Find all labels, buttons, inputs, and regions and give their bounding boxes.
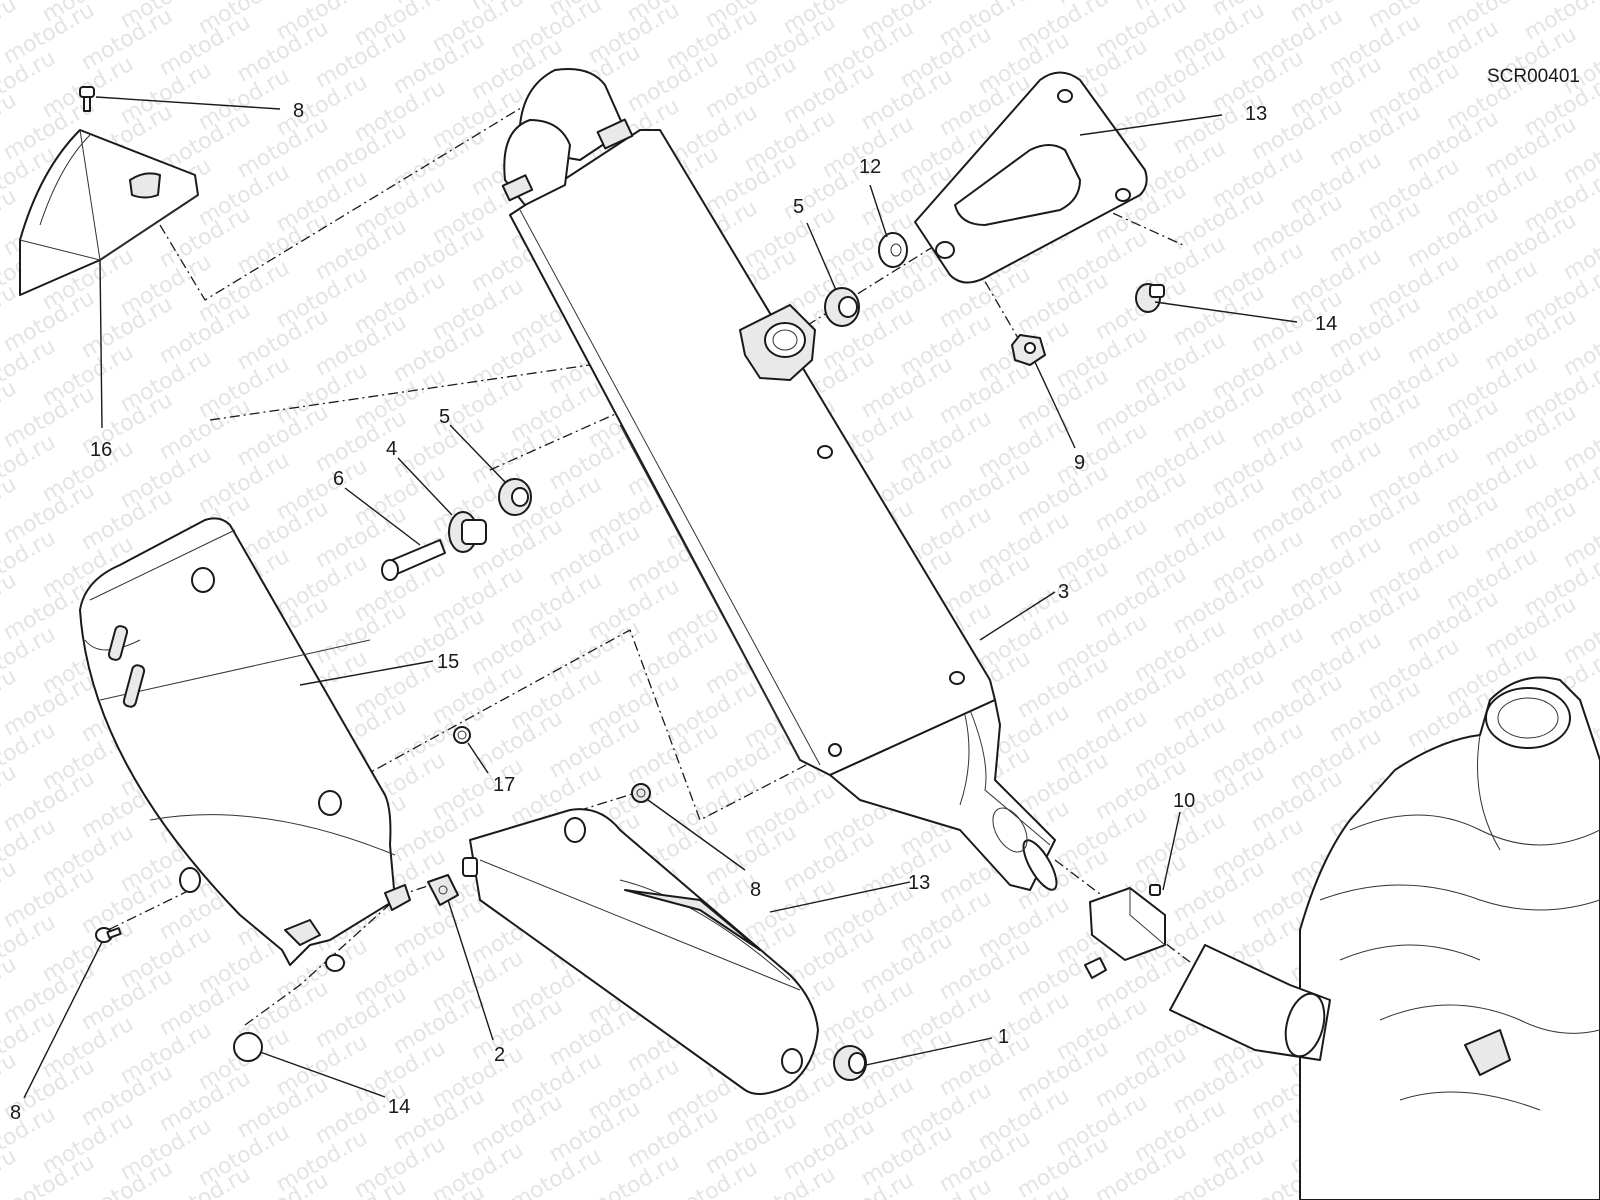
callout-11: 13: [1245, 103, 1267, 125]
callout-labels: 8 16 13 14 9 12 5 5 4 6 3 15 17 8 10 13 …: [10, 100, 1337, 1124]
part-11-mounting-bracket: [914, 71, 1148, 284]
part-6-bolt: [381, 539, 446, 581]
part-4-spacer: [448, 511, 487, 553]
callout-8-top: 8: [293, 100, 304, 122]
part-16-end-cap: [19, 129, 199, 296]
callout-7: 9: [1074, 452, 1085, 474]
part-3-muffler-body: [501, 68, 1058, 891]
callout-6: 6: [333, 468, 344, 490]
callout-16: 16: [90, 439, 112, 461]
part-14-plug: [233, 1032, 263, 1062]
callout-4: 4: [386, 438, 397, 460]
callout-12: 14: [1315, 313, 1337, 335]
callout-2: 2: [494, 1044, 505, 1066]
callout-14: 14: [388, 1096, 410, 1118]
part-1-grommet: [833, 1045, 867, 1081]
callout-8-lower: 8: [10, 1102, 21, 1124]
callout-3: 3: [1058, 581, 1069, 603]
callout-8-middle: 8: [750, 879, 761, 901]
part-8-screw-top: [79, 86, 95, 112]
part-8-screw-lower: [95, 927, 122, 943]
engine-collector-assembly: [1169, 676, 1600, 1200]
callout-1: 1: [998, 1026, 1009, 1048]
part-9-clamp: [1084, 884, 1166, 979]
part-5-bushing-lower: [498, 478, 532, 516]
part-5-bushing-upper: [824, 287, 860, 327]
callout-9: 10: [1173, 790, 1195, 812]
part-10-washer: [878, 232, 908, 268]
part-15-heat-shield: [79, 517, 411, 972]
callout-5-lower: 5: [439, 406, 450, 428]
part-17-nut: [453, 726, 471, 744]
part-8-screw-middle: [631, 783, 651, 803]
callout-17: 17: [493, 774, 515, 796]
callout-5-upper: 5: [793, 196, 804, 218]
part-2-clip: [427, 874, 459, 906]
part-7-nut: [1011, 334, 1046, 366]
reference-code: SCR00401: [1487, 66, 1580, 87]
callout-15: 15: [437, 651, 459, 673]
callout-13: 13: [908, 872, 930, 894]
leader-lines: [23, 96, 1298, 1099]
part-13-lower-shield: [462, 808, 819, 1095]
part-12-screw: [1135, 283, 1165, 313]
callout-10: 12: [859, 156, 881, 178]
